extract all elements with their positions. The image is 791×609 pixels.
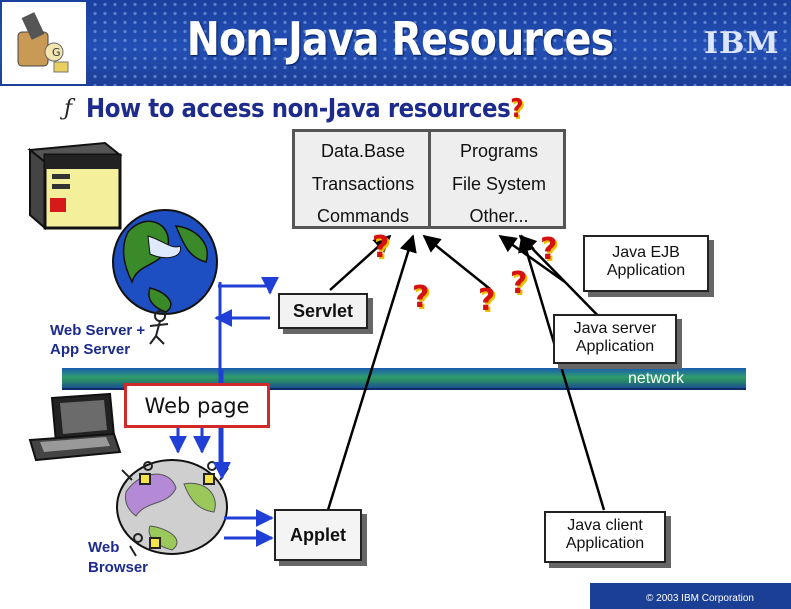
laptop-icon (28, 392, 122, 462)
web-browser-label: Web Browser (88, 538, 148, 578)
header-dot-pattern (90, 0, 791, 86)
applet-label: Applet (290, 525, 346, 545)
brand-logo: IBM (704, 26, 780, 61)
tools-logo-icon: G (17, 12, 69, 73)
java-server-line-2: Application (575, 338, 655, 355)
java-client-box: Java client Application (544, 511, 666, 563)
bullet-glyph: ƒ (64, 96, 73, 121)
resource-cell: Programs (459, 141, 539, 161)
question-mark: ? (412, 280, 430, 315)
server-tower-icon (27, 141, 123, 231)
question-mark: ? (478, 283, 496, 318)
resource-cell: Transactions (311, 174, 415, 194)
applet-box: Applet (274, 509, 362, 561)
copyright-text: © 2003 IBM Corporation (646, 593, 754, 604)
java-ejb-line-1: Java EJB (612, 244, 680, 261)
question-mark: ? (372, 230, 390, 265)
resource-cell: Other... (469, 206, 529, 226)
java-server-box: Java server Application (553, 314, 677, 364)
blue-connectors (169, 276, 279, 547)
question-mark: ? (540, 232, 558, 267)
subtitle-text: How to access non-Java resources (86, 94, 511, 124)
resource-cell: File System (451, 174, 547, 194)
resource-table: Data.Base Programs Transactions File Sys… (292, 129, 566, 229)
network-label: network (628, 370, 685, 387)
header-logo-square: G (2, 2, 86, 84)
globe-icon (112, 209, 218, 315)
footer-band: © 2003 IBM Corporation (590, 583, 791, 609)
web-server-label-line-2: App Server (50, 341, 131, 358)
servlet-box: Servlet (278, 293, 368, 329)
web-page-box: Web page (124, 383, 270, 428)
java-server-line-1: Java server (573, 320, 657, 337)
java-ejb-box: Java EJB Application (583, 235, 709, 292)
resource-cell: Data.Base (320, 141, 406, 161)
web-server-people-icon (149, 310, 169, 345)
servlet-label: Servlet (292, 301, 354, 321)
subtitle: How to access non-Java resources? (86, 94, 524, 124)
web-server-label: Web Server + App Server (50, 321, 145, 359)
web-server-label-line-1: Web Server + (50, 322, 146, 339)
java-client-line-1: Java client (567, 517, 643, 534)
page-title: Non-Java Resources (186, 12, 614, 66)
web-browser-label-line-1: Web (88, 539, 120, 556)
subtitle-question-mark: ? (510, 94, 524, 124)
resource-table-divider (428, 132, 431, 226)
web-browser-label-line-2: Browser (88, 559, 149, 576)
web-page-label: Web page (144, 394, 250, 418)
svg-text:G: G (52, 46, 61, 59)
question-mark: ? (510, 266, 528, 301)
resource-arrows (326, 234, 613, 511)
java-client-line-2: Application (565, 535, 645, 552)
header-band: G Non-Java Resources IBM (0, 0, 791, 86)
resource-cell: Commands (316, 206, 410, 226)
java-ejb-line-2: Application (606, 262, 686, 279)
